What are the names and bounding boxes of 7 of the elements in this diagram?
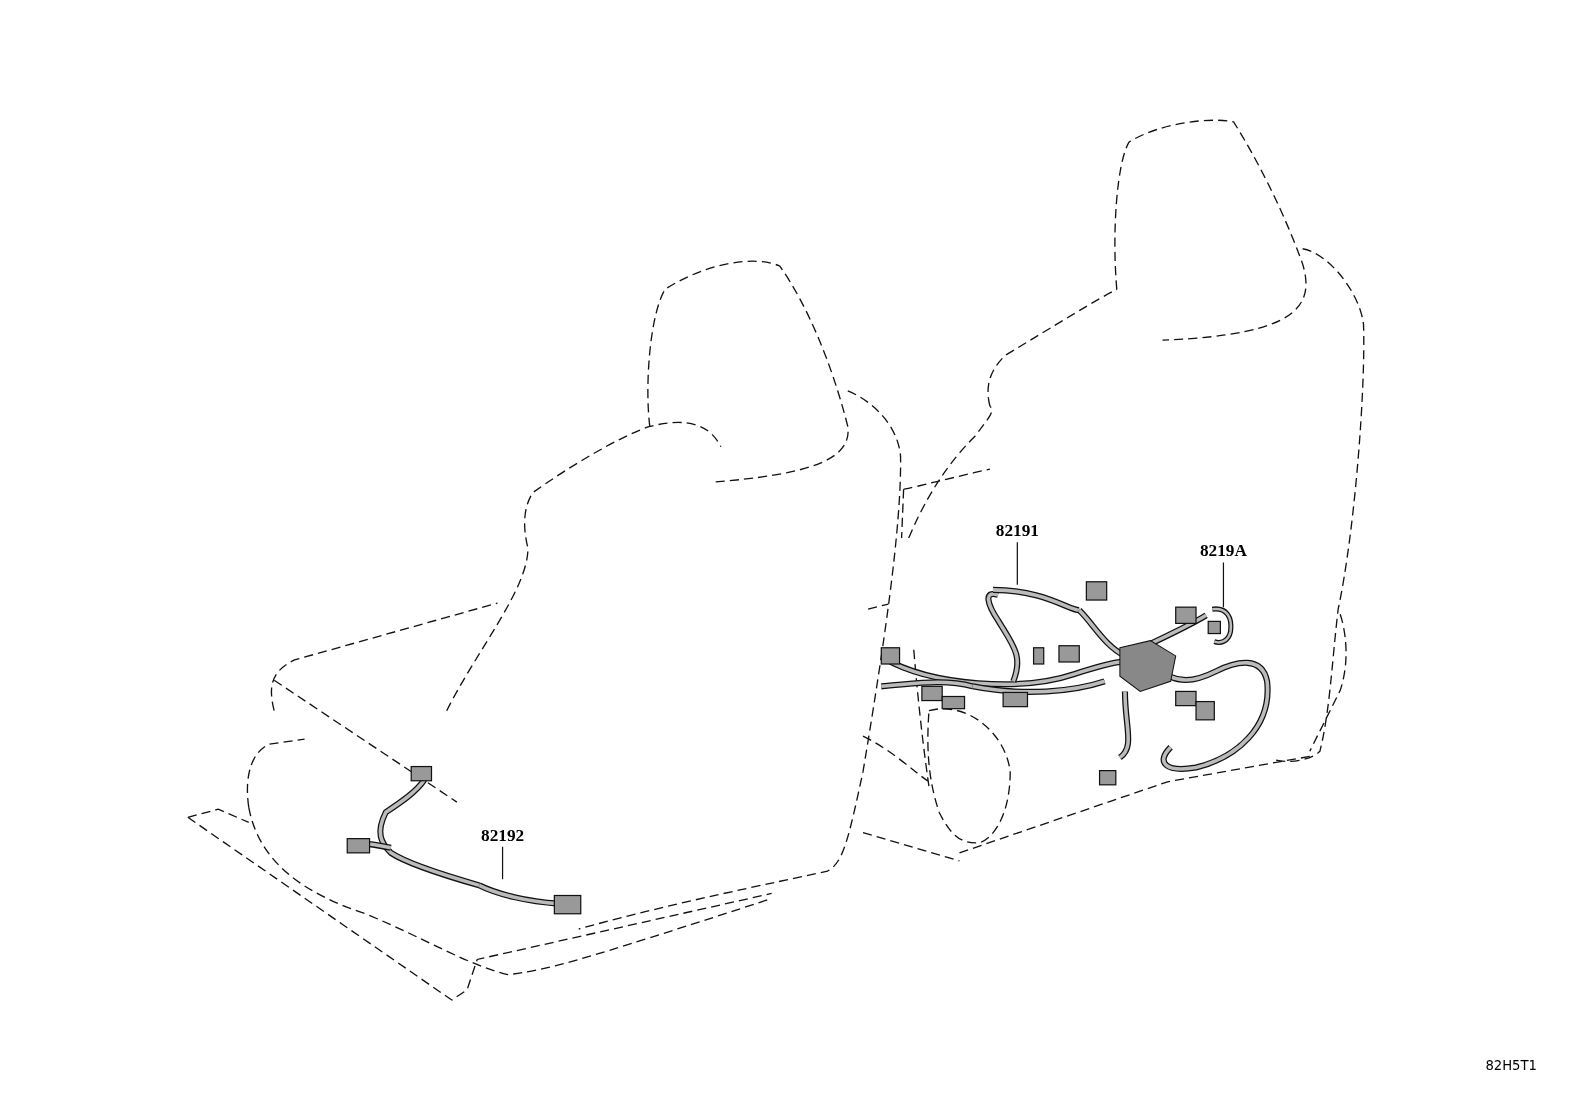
- leader-line: [501, 846, 504, 880]
- part-number: 82192: [470, 824, 536, 847]
- part-number: 82191: [984, 519, 1050, 543]
- part-number: 8219A: [1190, 540, 1256, 563]
- drawing-code: 82H5T1: [1485, 1057, 1537, 1074]
- leader-line: [1222, 561, 1225, 608]
- leader-line: [1016, 541, 1018, 586]
